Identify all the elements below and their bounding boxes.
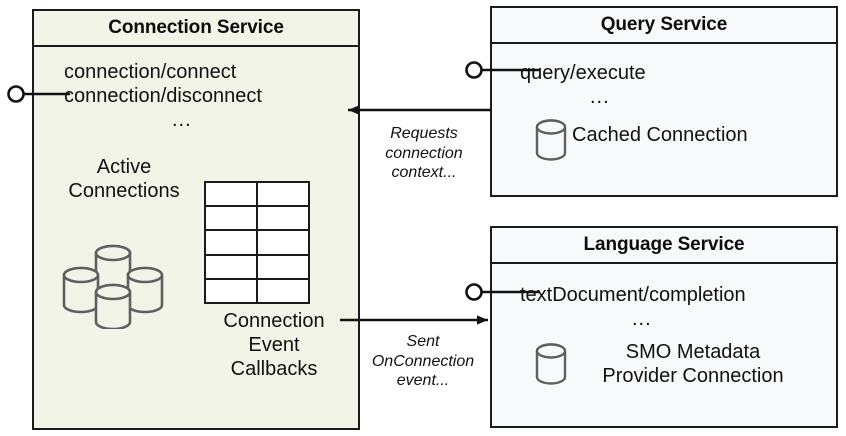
language-service-title: Language Service — [492, 228, 836, 264]
callbacks-label-line1: Connection — [223, 310, 325, 332]
database-icon — [535, 119, 567, 161]
smo-label-line2: Provider Connection — [602, 365, 784, 387]
table-cell — [258, 231, 308, 253]
active-connections-label-line2: Connections — [68, 180, 180, 202]
table-cell — [258, 280, 308, 302]
edge-sent-line1: Sent — [406, 333, 440, 350]
database-cluster-icon — [62, 244, 164, 329]
table-cell — [206, 255, 258, 278]
table-cell — [206, 279, 258, 303]
active-connections-label: Active Connections — [44, 155, 204, 203]
connection-service-title: Connection Service — [34, 11, 358, 47]
query-service-title: Query Service — [492, 8, 836, 44]
cached-connection-label: Cached Connection — [572, 124, 748, 146]
component-language-service[interactable]: Language Service textDocument/completion… — [490, 226, 838, 428]
query-service-operation-execute: query/execute — [520, 62, 646, 84]
edge-sent-line2: OnConnection — [371, 352, 475, 370]
table-cell — [258, 256, 308, 278]
edge-req-line1: Requests — [390, 125, 458, 142]
edge-sent-line3: event... — [396, 372, 450, 390]
connection-service-operation-disconnect: connection/disconnect — [64, 85, 262, 107]
connection-event-callbacks-table[interactable] — [204, 181, 310, 304]
database-icon — [535, 343, 567, 385]
language-service-ellipsis: ... — [632, 308, 652, 330]
table-cell — [206, 231, 258, 254]
component-query-service[interactable]: Query Service query/execute ... Cached C… — [490, 6, 838, 197]
table-row — [206, 279, 308, 303]
connection-service-ellipsis: ... — [172, 109, 192, 131]
query-service-ellipsis: ... — [590, 86, 610, 108]
smo-label-line1: SMO Metadata — [625, 341, 761, 363]
table-cell — [258, 183, 308, 205]
query-service-body: query/execute ... Cached Connection — [492, 44, 836, 195]
edge-req-line3: context... — [391, 164, 457, 182]
callbacks-label-line2: Event — [248, 334, 300, 356]
edge-req-line2: connection — [385, 144, 463, 162]
table-row — [206, 183, 308, 208]
edge-label-requests-connection-context: Requests connection context... — [362, 124, 486, 183]
table-cell — [258, 207, 308, 229]
connection-service-body: connection/connect connection/disconnect… — [34, 47, 358, 428]
language-service-operation-completion: textDocument/completion — [520, 284, 746, 306]
language-service-body: textDocument/completion ... SMO Metadata… — [492, 264, 836, 426]
active-connections-label-line1: Active — [96, 156, 152, 178]
table-row — [206, 255, 308, 280]
connection-event-callbacks-label: Connection Event Callbacks — [194, 309, 354, 381]
table-row — [206, 231, 308, 256]
table-row — [206, 207, 308, 232]
table-cell — [206, 183, 258, 206]
component-connection-service[interactable]: Connection Service connection/connect co… — [32, 9, 360, 430]
callbacks-label-line3: Callbacks — [230, 358, 318, 380]
table-cell — [206, 207, 258, 230]
connection-service-operation-connect: connection/connect — [64, 61, 237, 83]
smo-metadata-provider-connection-label: SMO Metadata Provider Connection — [576, 340, 810, 388]
edge-label-sent-onconnection-event: Sent OnConnection event... — [358, 332, 488, 391]
